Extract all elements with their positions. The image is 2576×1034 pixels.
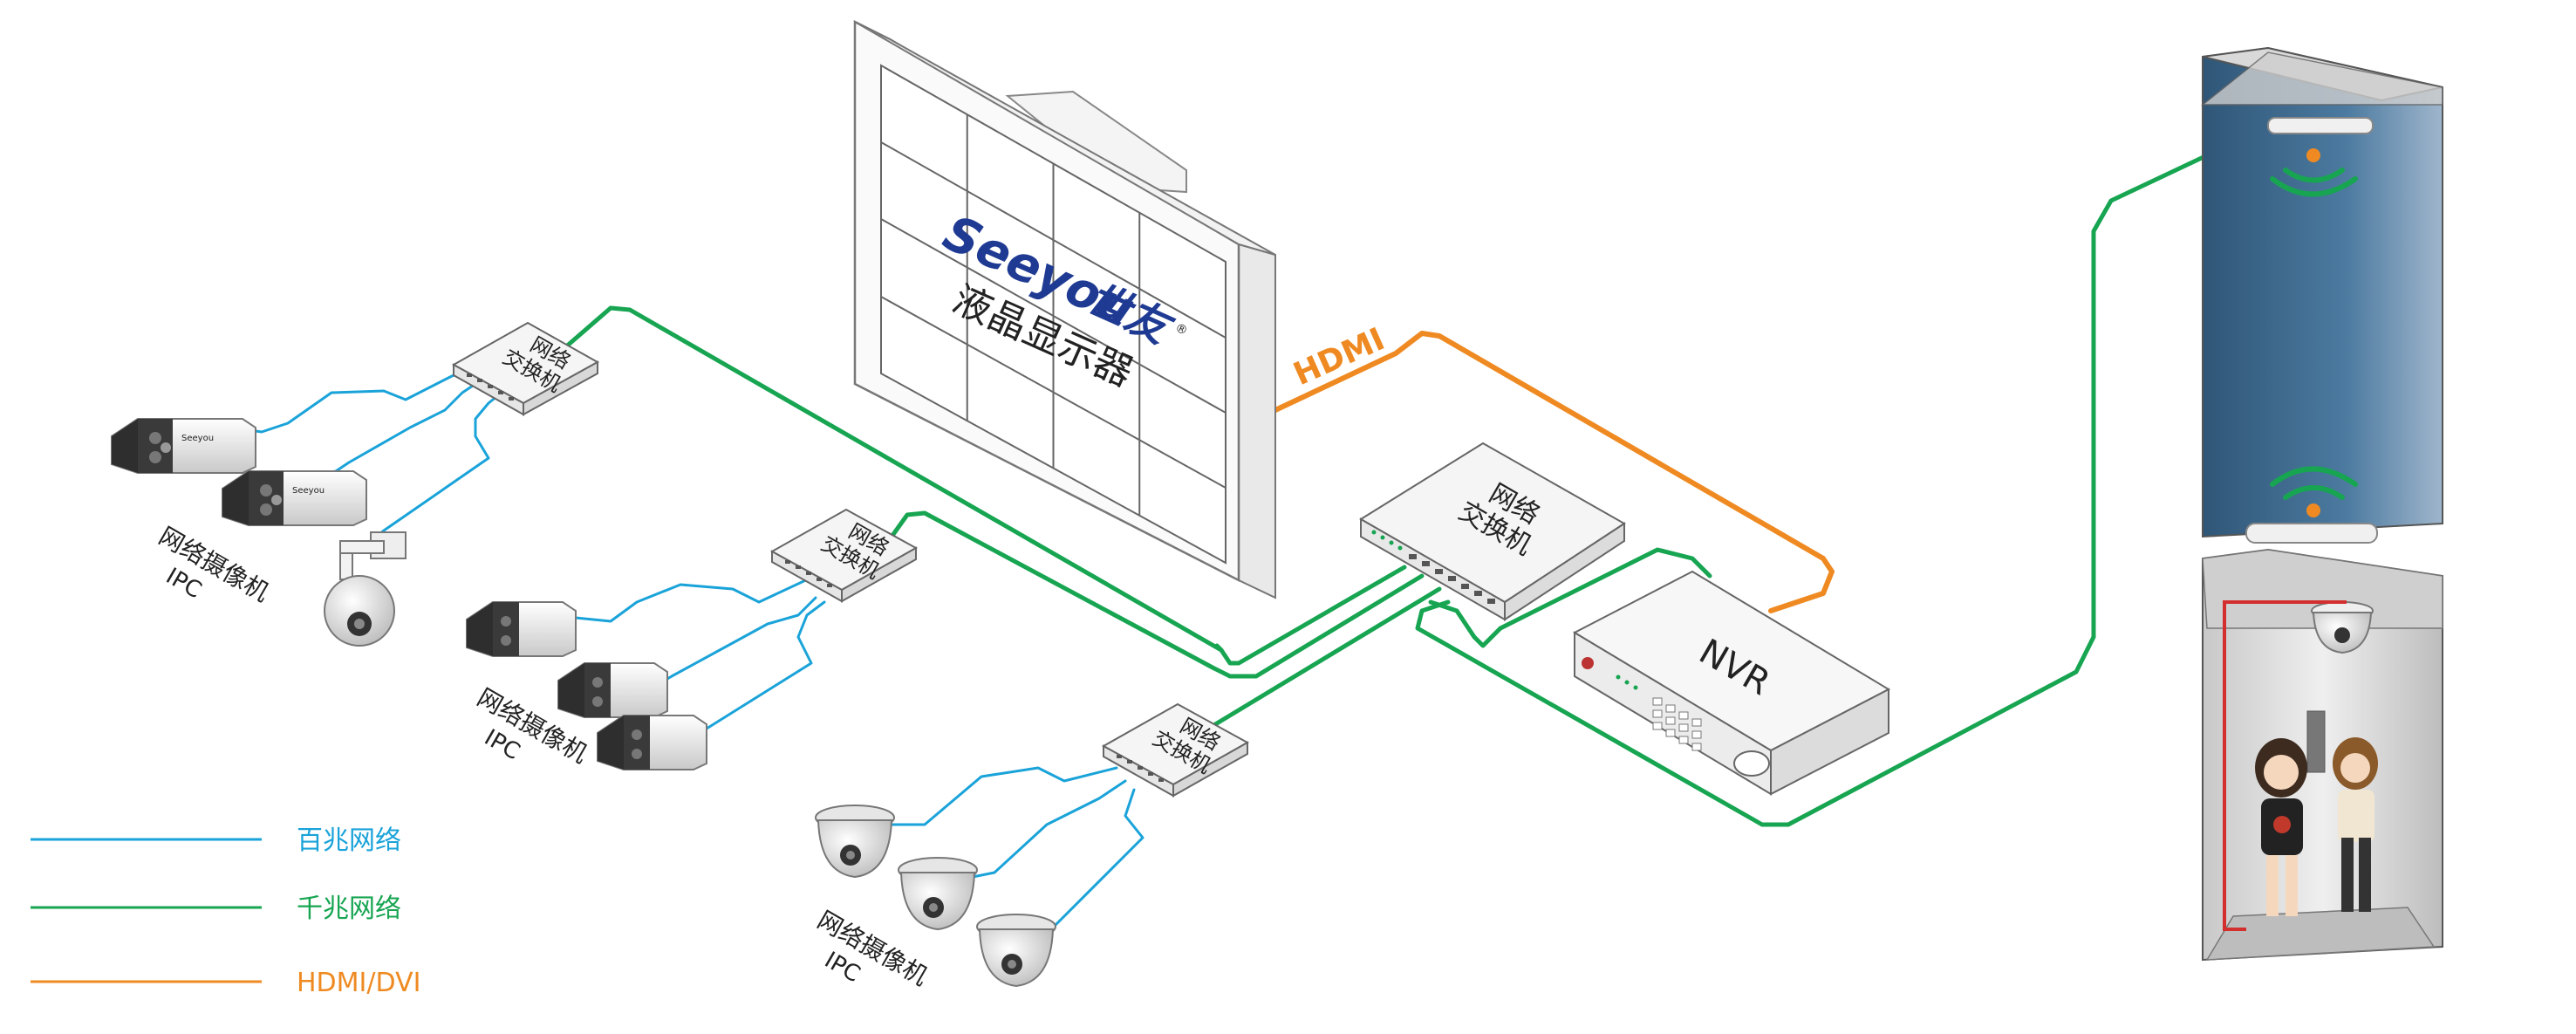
wifi-signal-icon [2270, 466, 2358, 517]
link-cam2a-switch2 [548, 576, 813, 623]
link-cam3b-switch3 [971, 779, 1127, 879]
link-cam3a-switch3 [888, 766, 1118, 826]
camera-group-1-title: 网络摄像机 [154, 521, 275, 607]
camera-brand-text: Seeyou [292, 486, 325, 496]
bullet-camera-icon [557, 662, 668, 718]
camera-group-1-label: 网络摄像机 IPC [154, 521, 275, 607]
lcd-video-wall [853, 19, 1276, 599]
link-cam1b-switch1 [312, 382, 477, 477]
legend-label-hdmi: HDMI/DVI [297, 968, 420, 998]
legend: 百兆网络 千兆网络 HDMI/DVI [31, 825, 420, 998]
link-switch1-core-b [1214, 643, 1224, 653]
legend-label-100m: 百兆网络 [297, 825, 401, 856]
network-switch-1: 网络 交换机 [451, 321, 600, 416]
link-cam2c-switch2 [687, 600, 826, 735]
legend-item-1000m: 千兆网络 [31, 894, 401, 924]
link-wall-nvr-hdmi [1273, 331, 1835, 613]
elevator-icon [2200, 46, 2443, 962]
camera-brand-text: Seeyou [181, 434, 214, 443]
gigabit-links [556, 124, 2271, 827]
bullet-camera-icon [466, 601, 577, 657]
core-network-switch: 网络 交换机 [1359, 442, 1626, 621]
wifi-signal-icon [2270, 148, 2358, 197]
nvr-recorder: NVR [1572, 570, 1891, 796]
nvr-jog-dial-icon [1733, 750, 1770, 777]
dome-camera-icon [815, 805, 895, 879]
legend-item-hdmi: HDMI/DVI [31, 968, 420, 998]
bullet-camera-icon: Seeyou [111, 418, 256, 474]
cabin-cable [2223, 600, 2347, 931]
network-switch-3: 网络 交换机 [1101, 702, 1250, 798]
link-core-nvr [1428, 547, 1712, 648]
bullet-camera-icon [597, 715, 707, 770]
link-cam1a-switch1 [229, 373, 473, 434]
camera-group-3-label: 网络摄像机 IPC [813, 905, 933, 991]
dome-camera-icon [976, 914, 1056, 988]
nvr-power-button [1582, 657, 1594, 669]
brand-registered-mark: ® [1173, 321, 1190, 339]
link-switch3-core [1206, 586, 1442, 731]
wireless-ap-bottom [2245, 523, 2378, 544]
people-icon [2255, 737, 2378, 916]
network-switch-2: 网络 交换机 [769, 508, 919, 603]
link-switch2-core [883, 510, 1425, 679]
hdmi-links [1273, 331, 1835, 613]
bullet-camera-icon: Seeyou [222, 470, 367, 526]
link-cam1c-switch1 [356, 391, 503, 547]
legend-item-100m: 百兆网络 [31, 825, 401, 856]
ptz-camera-icon [324, 531, 407, 647]
dome-camera-icon [898, 857, 978, 931]
legend-label-1000m: 千兆网络 [297, 894, 401, 924]
wireless-ap-top [2267, 117, 2374, 134]
link-core-elevator [1415, 124, 2271, 827]
